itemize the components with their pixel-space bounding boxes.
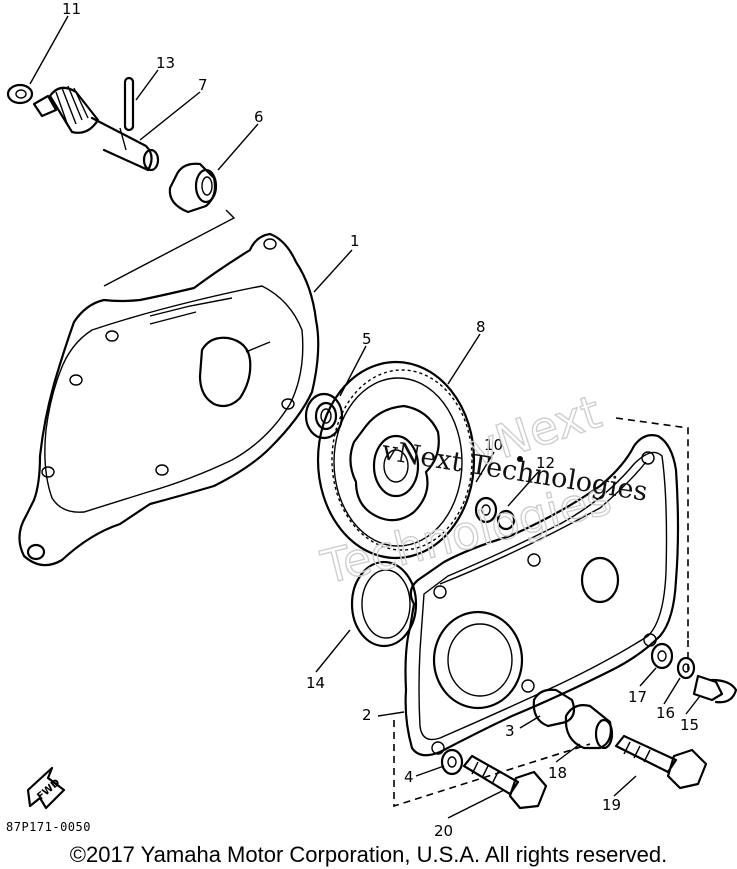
- assembly-line-6: [103, 209, 236, 287]
- part-10-ball: [517, 456, 523, 462]
- callout-15: 15: [680, 716, 699, 734]
- callout-1: 1: [350, 232, 360, 250]
- callout-6: 6: [254, 108, 264, 126]
- part-2-case-plate: [404, 434, 680, 757]
- copyright-notice: ©2017 Yamaha Motor Corporation, U.S.A. A…: [69, 842, 668, 867]
- callout-14: 14: [306, 674, 325, 692]
- part-18-collar: [564, 704, 614, 750]
- part-12-washer: [474, 496, 516, 531]
- callout-8: 8: [476, 318, 486, 336]
- part-15-bolt: [692, 674, 737, 704]
- part-5-oil-seal: [304, 392, 344, 440]
- part-1-case-cover: [18, 232, 320, 567]
- part-8-gear: [316, 360, 476, 560]
- callout-20: 20: [434, 822, 453, 840]
- callout-17: 17: [628, 688, 647, 706]
- part-13-pin: [123, 76, 135, 132]
- callout-18: 18: [548, 764, 567, 782]
- part-19-bolt: [614, 734, 708, 790]
- part-4-washer: [440, 748, 464, 776]
- callout-7: 7: [198, 76, 208, 94]
- callout-3: 3: [505, 722, 515, 740]
- part-6-bushing: [168, 162, 218, 214]
- leader-lines: [29, 15, 701, 819]
- callout-12: 12: [536, 454, 555, 472]
- part-17-washer: [650, 642, 674, 670]
- part-20-bolt: [462, 754, 548, 810]
- diagram-part-code: 87P171-0050: [6, 820, 91, 834]
- callout-10: 10: [484, 436, 503, 454]
- callout-4: 4: [404, 768, 414, 786]
- fwd-arrow-icon: FWD: [26, 766, 66, 810]
- part-7-worm-shaft: [32, 85, 160, 172]
- part-16-spring-washer: [676, 656, 696, 680]
- callout-13: 13: [156, 54, 175, 72]
- callout-19: 19: [602, 796, 621, 814]
- part-3-collar: [532, 688, 576, 728]
- callout-5: 5: [362, 330, 372, 348]
- callout-16: 16: [656, 704, 675, 722]
- part-11-washer: [6, 83, 34, 105]
- callout-numbers: 1 2 3 4 5 6 7 8 10 11 12 13 14 15 16 17 …: [62, 0, 699, 840]
- callout-2: 2: [362, 706, 372, 724]
- part-14-o-ring: [350, 560, 418, 648]
- watermark: vNext Technologies vNext Technologies: [315, 384, 650, 596]
- callout-11: 11: [62, 0, 81, 18]
